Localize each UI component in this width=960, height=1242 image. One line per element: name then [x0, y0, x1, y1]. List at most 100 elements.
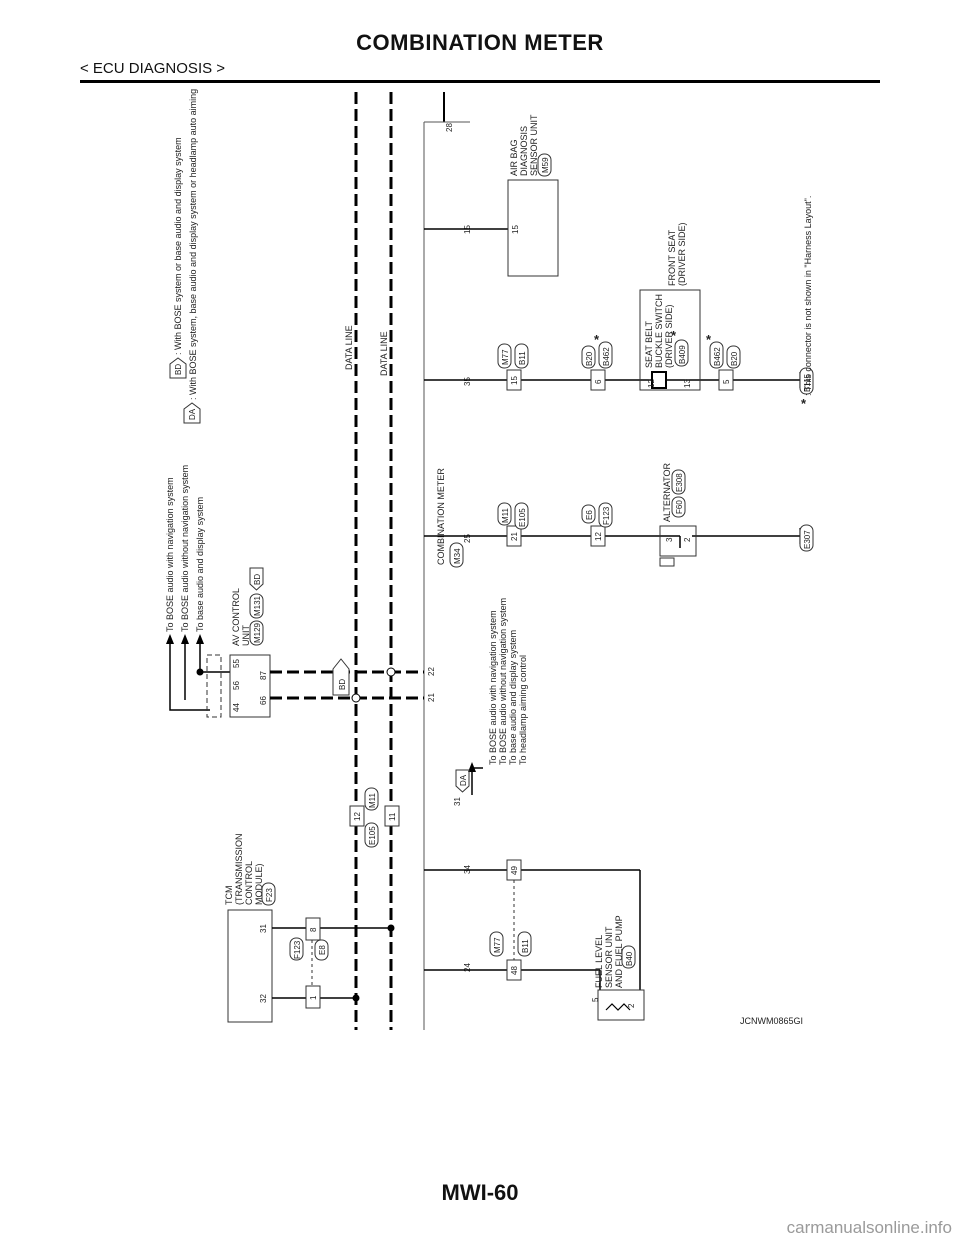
jc-e6: E6 [585, 510, 594, 520]
front-seat-label-1: FRONT SEAT [667, 229, 677, 286]
av-pin-44: 44 [232, 703, 241, 712]
av-dest-2: To BOSE audio without navigation system [180, 465, 190, 632]
alternator-box [659, 525, 697, 557]
airbag-conn: M59 [541, 157, 550, 173]
fuel-label-2: SENSOR UNIT [604, 926, 614, 988]
fuel-conn: B40 [625, 951, 634, 966]
alt-conn-2: F60 [675, 500, 684, 514]
legend-da-code: DA [188, 408, 197, 420]
asterisk-2: * [671, 328, 677, 343]
alt-name: ALTERNATOR [662, 462, 672, 522]
jc-b11-b: B11 [518, 351, 527, 365]
page-number: MWI-60 [441, 1180, 519, 1205]
meter-pin-21: 21 [427, 693, 436, 702]
av-control-unit: To BOSE audio with navigation system To … [165, 465, 271, 718]
jc-f123: F123 [293, 940, 302, 959]
gnd-e307: E307 [803, 530, 812, 549]
meter-pin-22: 22 [427, 667, 436, 676]
seatbelt-box [639, 289, 701, 391]
seatbelt-conn: B409 [678, 345, 687, 364]
data-line-label-1: DATA LINE [344, 325, 354, 370]
airbag-pin: 15 [511, 225, 520, 234]
seatbelt-label-1: SEAT BELT [644, 320, 654, 368]
av-conn-2: M131 [253, 595, 262, 616]
jc-e105: E105 [368, 826, 377, 845]
meter-pin-24: 24 [463, 963, 472, 972]
legend-bd-code: BD [174, 364, 183, 375]
alt-conn-1: E308 [675, 473, 684, 492]
meter-pin-25: 25 [463, 534, 472, 543]
fuel-sensor-box [597, 989, 645, 1021]
meter-conn: M34 [453, 548, 462, 564]
tcm-label-3: CONTROL [244, 861, 254, 905]
can-data-lines [354, 92, 393, 1030]
combination-meter: COMBINATION METER M34 28 15 35 25 22 21 … [427, 123, 472, 972]
av-pin-55: 55 [232, 659, 241, 668]
jc-b11-a: B11 [521, 939, 530, 953]
jc-b11-pin48: 48 [510, 966, 519, 975]
jc-f123-b: F123 [602, 506, 611, 525]
figure-id: JCNWM0865GI [740, 1016, 803, 1026]
jc-b20: B20 [585, 351, 594, 366]
jc-m11-a-pin12: 12 [353, 812, 362, 821]
tcm-module: TCM (TRANSMISSION CONTROL MODULE) F23 32… [224, 833, 276, 1023]
fuel-label-1: FUEL LEVEL [594, 935, 604, 988]
meter-pin-28: 28 [445, 123, 454, 132]
watermark: carmanualsonline.info [786, 1218, 952, 1237]
jc-e8: E8 [318, 945, 327, 955]
jc-m77-b: M77 [501, 349, 510, 365]
jc-m11-b: M11 [501, 507, 510, 523]
jc-pin15: 15 [510, 376, 519, 385]
av-pin-56: 56 [232, 681, 241, 690]
airbag-label-3: SENSOR UNIT [529, 114, 539, 176]
av-dest-1: To BOSE audio with navigation system [165, 477, 175, 632]
jc-f123-pin1: 1 [309, 995, 318, 1000]
jc-m11-a-pin11: 11 [388, 812, 397, 821]
meter-pin-35: 35 [463, 377, 472, 386]
jc-m11-a: M11 [368, 792, 377, 808]
meter-da-dest-2: To BOSE audio without navigation system [498, 598, 508, 765]
jc-m77-a: M77 [493, 937, 502, 953]
tcm-conn: F23 [265, 888, 274, 902]
jc-pin12: 12 [594, 532, 603, 541]
jc-pin5: 5 [722, 379, 731, 384]
jc-pin6: 6 [594, 379, 603, 384]
asterisk-note-star: * [801, 396, 807, 411]
seatbelt-label-2: BUCKLE SWITCH [654, 294, 664, 368]
av-conn-1: M129 [253, 622, 262, 643]
jc-b11-pin49: 49 [510, 866, 519, 875]
fuel-pin-2: 2 [627, 1003, 636, 1008]
jc-b462-b: B462 [713, 347, 722, 366]
legend-da-text: : With BOSE system, base audio and displ… [188, 89, 198, 400]
meter-name: COMBINATION METER [436, 468, 446, 565]
seatbelt-pin-12: 12 [647, 379, 656, 388]
av-pin-87: 87 [259, 671, 268, 680]
data-line-label-2: DATA LINE [379, 331, 389, 376]
tcm-box [227, 909, 273, 1023]
av-pin-66: 66 [259, 696, 268, 705]
bd-wire-tag: BD [338, 679, 347, 690]
page-title: COMBINATION METER [356, 30, 604, 55]
meter-da-dest-4: To headlamp aiming control [518, 655, 528, 765]
av-unit-label-2: UNIT [241, 625, 251, 646]
legend: BD : With BOSE system or base audio and … [169, 89, 201, 424]
meter-da-dest-3: To base audio and display system [508, 630, 518, 765]
jc-b20-b: B20 [730, 351, 739, 366]
tcm-label-4: MODULE) [254, 863, 264, 905]
airbag-label-2: DIAGNOSIS [519, 126, 529, 176]
tcm-pin-32: 32 [259, 994, 268, 1003]
alt-pin-3: 3 [665, 537, 674, 542]
tcm-pin-31: 31 [259, 924, 268, 933]
jc-f123-pin8: 8 [309, 927, 318, 932]
fuel-pin-5: 5 [591, 997, 600, 1002]
jc-e105-b: E105 [518, 508, 527, 527]
header-rule [80, 80, 880, 83]
meter-da-tag: DA [459, 774, 468, 786]
legend-bd-text: : With BOSE system or base audio and dis… [173, 137, 183, 355]
airbag-unit-box [507, 179, 559, 277]
section-breadcrumb: < ECU DIAGNOSIS > [80, 60, 226, 77]
gnd-b115: B115 [803, 373, 812, 392]
airbag-label-1: AIR BAG [509, 139, 519, 176]
jc-pin21: 21 [510, 532, 519, 541]
seatbelt-label-3: (DRIVER SIDE) [664, 304, 674, 368]
